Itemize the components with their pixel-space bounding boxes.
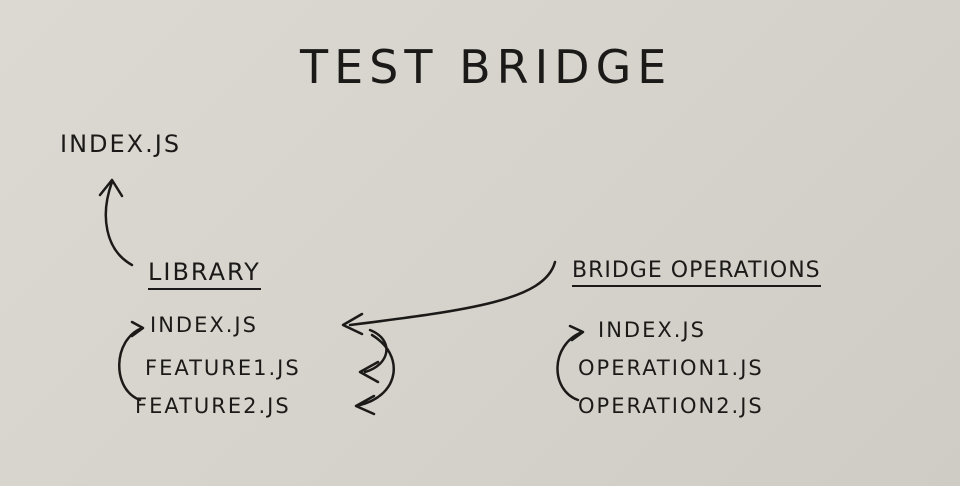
root-index-file: INDEX.JS bbox=[60, 130, 182, 158]
feature2-to-index-arrow bbox=[354, 333, 395, 416]
bridge-operations-heading: BRIDGE OPERATIONS bbox=[572, 258, 821, 287]
library-to-root-arrow bbox=[98, 178, 134, 267]
library-internal-arrow bbox=[118, 320, 145, 402]
bridge-index-file: INDEX.JS bbox=[598, 318, 706, 342]
library-feature2-file: FEATURE2.JS bbox=[135, 394, 291, 418]
bridge-operation1-file: OPERATION1.JS bbox=[578, 356, 764, 380]
bridge-operation2-file: OPERATION2.JS bbox=[578, 394, 764, 418]
library-index-file: INDEX.JS bbox=[150, 313, 258, 337]
library-heading: LIBRARY bbox=[148, 258, 261, 290]
library-feature1-file: FEATURE1.JS bbox=[145, 356, 301, 380]
diagram-title: TEST BRIDGE bbox=[300, 40, 673, 94]
bridge-internal-arrow bbox=[556, 324, 585, 402]
feature1-to-index-arrow bbox=[358, 328, 388, 384]
bridge-to-library-index-arrow bbox=[341, 260, 557, 336]
